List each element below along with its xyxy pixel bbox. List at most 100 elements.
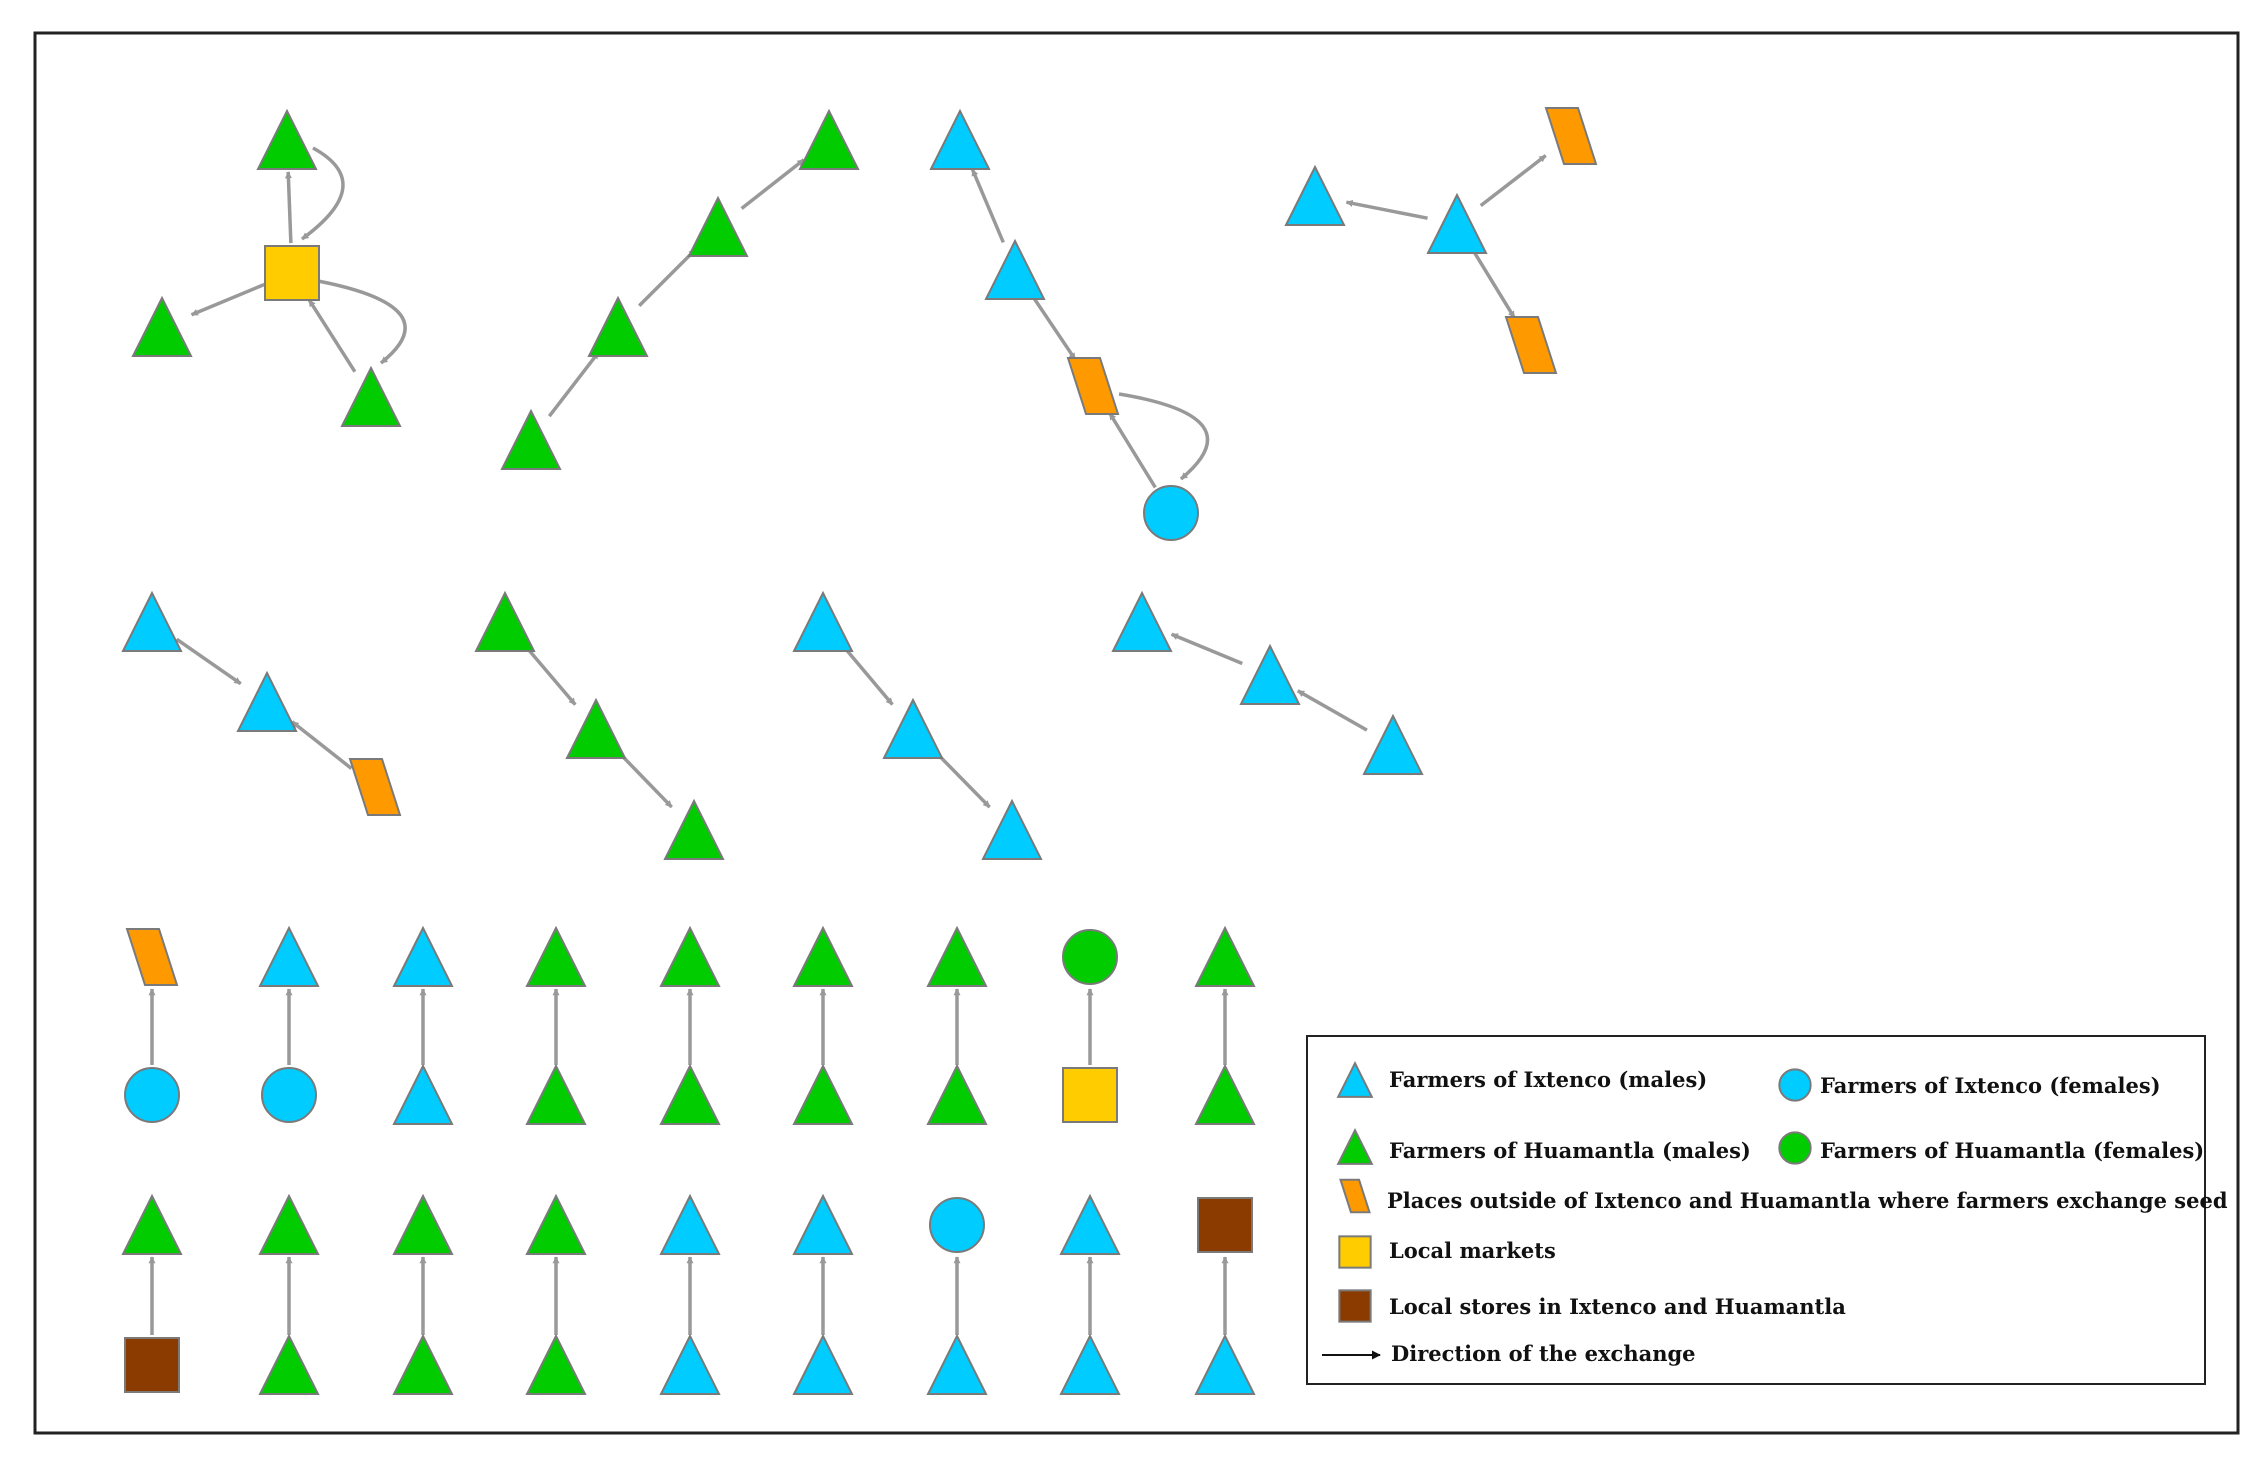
node-ixtenco-male xyxy=(1059,1193,1121,1255)
legend-symbols xyxy=(1336,1060,1812,1323)
legend-symbol-huamantla-male-icon xyxy=(1336,1127,1374,1165)
node-huamantla-male xyxy=(659,1063,721,1125)
node-huamantla-male xyxy=(926,1063,988,1125)
node-ixtenco-male xyxy=(929,108,991,170)
node-huamantla-male xyxy=(659,925,721,987)
node-local-store xyxy=(124,1337,180,1393)
node-ixtenco-male xyxy=(392,1063,454,1125)
node-huamantla-male xyxy=(525,1193,587,1255)
node-ixtenco-male xyxy=(1194,1333,1256,1395)
exchange-edge xyxy=(932,749,991,809)
exchange-edge xyxy=(637,248,697,308)
node-huamantla-female xyxy=(1062,929,1118,985)
legend-label-outside-places: Places outside of Ixtenco and Huamantla … xyxy=(1387,1188,2228,1213)
exchange-edge xyxy=(1030,293,1077,361)
node-outside-place xyxy=(125,928,179,986)
exchange-edge-curved xyxy=(317,279,407,365)
node-huamantla-male xyxy=(663,798,725,860)
node-outside-place xyxy=(1544,107,1598,165)
node-ixtenco-male xyxy=(659,1333,721,1395)
node-ixtenco-male xyxy=(1239,643,1301,705)
node-ixtenco-male xyxy=(926,1333,988,1395)
node-huamantla-male xyxy=(258,1333,320,1395)
legend-symbol-ixtenco-male-icon xyxy=(1336,1060,1374,1098)
node-huamantla-male xyxy=(798,108,860,170)
node-ixtenco-male xyxy=(981,798,1043,860)
legend-symbol-outside-place-icon xyxy=(1339,1178,1371,1214)
legend-label-ixtenco-males: Farmers of Ixtenco (males) xyxy=(1389,1067,1707,1092)
node-outside-place xyxy=(1066,357,1120,415)
exchange-edge xyxy=(547,351,600,418)
exchange-edge xyxy=(190,282,265,317)
node-huamantla-male xyxy=(792,925,854,987)
legend-label-huamantla-females: Farmers of Huamantla (females) xyxy=(1820,1138,2204,1163)
node-ixtenco-female xyxy=(261,1067,317,1123)
node-huamantla-male xyxy=(1194,1063,1256,1125)
exchange-edge xyxy=(523,643,577,706)
exchange-edge xyxy=(970,168,1005,244)
exchange-edge xyxy=(840,643,894,706)
node-ixtenco-male xyxy=(792,1193,854,1255)
legend-label-local-markets: Local markets xyxy=(1389,1238,1556,1263)
exchange-edge xyxy=(1296,689,1368,732)
legend-symbol-ixtenco-female-icon xyxy=(1778,1068,1812,1102)
node-ixtenco-male xyxy=(659,1193,721,1255)
node-ixtenco-male xyxy=(1284,164,1346,226)
node-ixtenco-female xyxy=(1143,485,1199,541)
legend-symbol-local-market-icon xyxy=(1338,1235,1372,1269)
exchange-edge xyxy=(615,749,673,809)
exchange-edge xyxy=(1170,632,1243,666)
node-ixtenco-male xyxy=(1059,1333,1121,1395)
node-huamantla-male xyxy=(687,195,749,257)
legend-box xyxy=(1306,1035,2206,1385)
nodes-layer xyxy=(121,107,1598,1395)
node-ixtenco-male xyxy=(792,590,854,652)
node-ixtenco-male xyxy=(236,670,298,732)
node-ixtenco-female xyxy=(124,1067,180,1123)
node-huamantla-male xyxy=(131,295,193,357)
node-huamantla-male xyxy=(340,365,402,427)
node-huamantla-male xyxy=(121,1193,183,1255)
node-local-market xyxy=(1062,1067,1118,1123)
node-local-market xyxy=(264,245,320,301)
node-ixtenco-male xyxy=(258,925,320,987)
node-huamantla-male xyxy=(1194,925,1256,987)
node-ixtenco-male xyxy=(1111,590,1173,652)
node-huamantla-male xyxy=(392,1333,454,1395)
exchange-edge xyxy=(284,171,293,244)
legend-label-huamantla-males: Farmers of Huamantla (males) xyxy=(1389,1138,1751,1163)
node-ixtenco-female xyxy=(929,1197,985,1253)
node-huamantla-male xyxy=(565,697,627,759)
exchange-edge xyxy=(1108,412,1157,489)
exchange-edge xyxy=(307,299,357,373)
exchange-edge xyxy=(175,637,242,686)
exchange-edge-curved xyxy=(1118,392,1210,481)
node-local-store xyxy=(1197,1197,1253,1253)
node-huamantla-male xyxy=(258,1193,320,1255)
node-huamantla-male xyxy=(525,1333,587,1395)
node-ixtenco-male xyxy=(792,1333,854,1395)
legend-label-direction: Direction of the exchange xyxy=(1391,1341,1696,1366)
node-ixtenco-male xyxy=(392,925,454,987)
node-outside-place xyxy=(1504,316,1558,374)
node-huamantla-male xyxy=(392,1193,454,1255)
exchange-edge xyxy=(1479,154,1547,208)
node-ixtenco-male xyxy=(121,590,183,652)
legend-label-ixtenco-females: Farmers of Ixtenco (females) xyxy=(1820,1073,2161,1098)
node-huamantla-male xyxy=(500,408,562,470)
legend-label-local-stores: Local stores in Ixtenco and Huamantla xyxy=(1389,1294,1846,1319)
exchange-edge xyxy=(1471,248,1516,319)
exchange-edge-curved xyxy=(300,146,345,241)
node-ixtenco-male xyxy=(984,238,1046,300)
node-huamantla-male xyxy=(792,1063,854,1125)
node-huamantla-male xyxy=(525,1063,587,1125)
node-outside-place xyxy=(348,758,402,816)
node-huamantla-male xyxy=(474,590,536,652)
exchange-edge xyxy=(740,158,805,210)
edges-layer xyxy=(148,146,1547,1335)
exchange-edge xyxy=(1345,199,1428,220)
exchange-edge xyxy=(291,720,353,770)
node-huamantla-male xyxy=(525,925,587,987)
node-ixtenco-male xyxy=(1426,192,1488,254)
